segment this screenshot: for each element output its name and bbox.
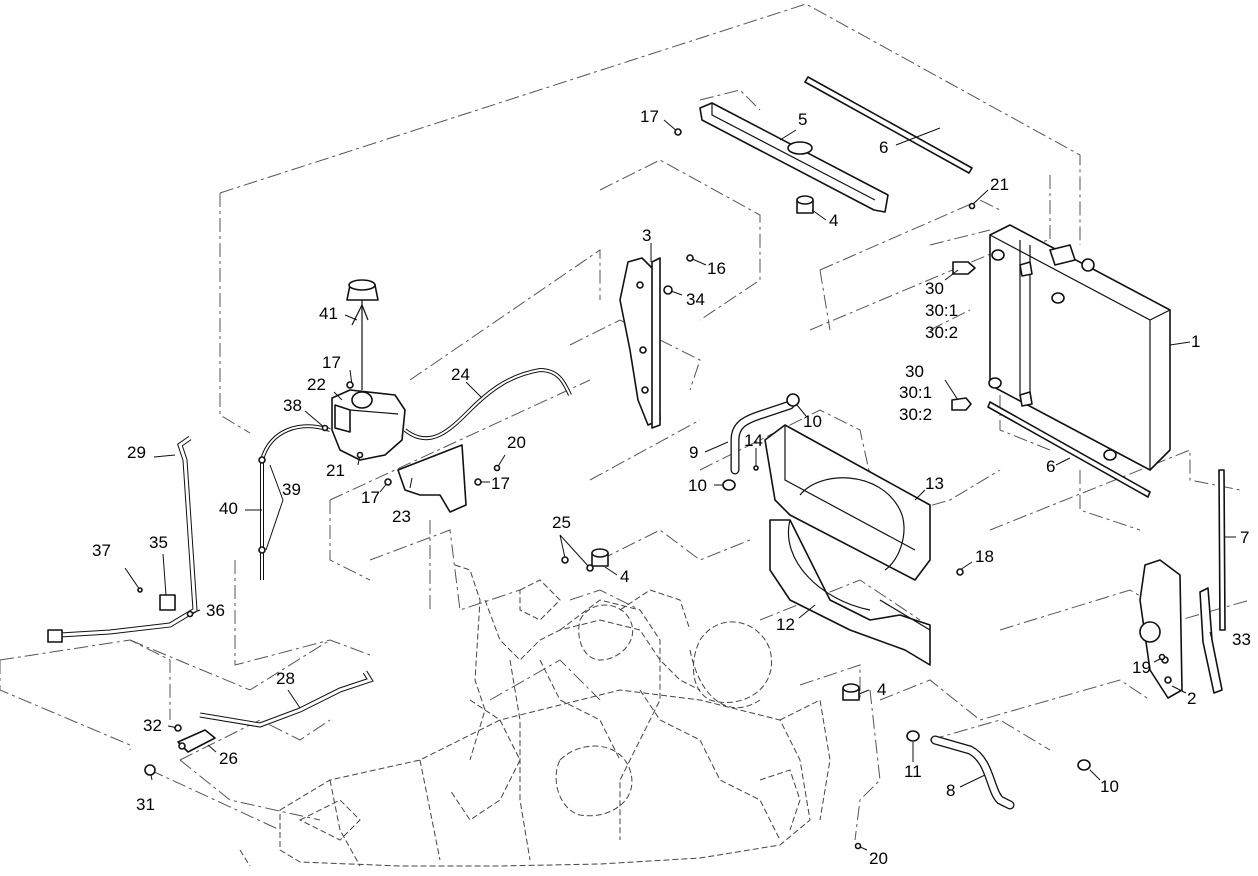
- top-mounting-bracket: [699, 102, 889, 213]
- callout-17: 17: [322, 353, 341, 372]
- callout-30: 30: [925, 279, 944, 298]
- tank-cap: [346, 279, 379, 390]
- callout-2: 2: [1187, 689, 1196, 708]
- callout-10: 10: [803, 412, 822, 431]
- callout-25: 25: [552, 513, 571, 532]
- callout-37: 37: [92, 541, 111, 560]
- callout-5: 5: [798, 110, 807, 129]
- callout-8: 8: [946, 781, 955, 800]
- seal-strip-vertical: [1218, 469, 1226, 631]
- side-bracket-left: [619, 257, 661, 429]
- callout-23: 23: [392, 507, 411, 526]
- callout-17: 17: [361, 488, 380, 507]
- callout-30: 30: [905, 362, 924, 381]
- callout-26: 26: [219, 749, 238, 768]
- pipe-clamp: [159, 594, 176, 611]
- callout-3: 3: [642, 226, 651, 245]
- pipe-bracket: [177, 729, 216, 753]
- callout-14: 14: [744, 431, 763, 450]
- rubber-mount-top: [796, 195, 814, 214]
- callout-18: 18: [975, 547, 994, 566]
- callout-32: 32: [143, 716, 162, 735]
- callout-31: 31: [136, 795, 155, 814]
- hose-fitting: [951, 261, 976, 411]
- callout-30-2: 30:2: [899, 405, 932, 424]
- expansion-tank: [331, 389, 406, 461]
- seal-strip-lower: [987, 401, 1151, 498]
- callout-30-1: 30:1: [925, 301, 958, 320]
- callout-21: 21: [326, 461, 345, 480]
- callout-21: 21: [990, 175, 1009, 194]
- callout-6: 6: [879, 138, 888, 157]
- tank-bracket: [397, 444, 467, 513]
- callout-17: 17: [491, 474, 510, 493]
- callout-30-1: 30:1: [899, 383, 932, 402]
- side-bracket-right: [1139, 559, 1183, 699]
- callout-38: 38: [283, 396, 302, 415]
- callout-29: 29: [127, 443, 146, 462]
- callout-36: 36: [206, 601, 225, 620]
- callout-20: 20: [507, 433, 526, 452]
- callout-12: 12: [776, 615, 795, 634]
- callout-4: 4: [877, 680, 886, 699]
- coolant-pipe-lower: [199, 670, 374, 728]
- callout-34: 34: [686, 290, 705, 309]
- callout-16: 16: [707, 259, 726, 278]
- leader-lines: [124, 119, 1236, 851]
- callout-24: 24: [451, 365, 470, 384]
- callout-6: 6: [1046, 457, 1055, 476]
- rubber-mount-left: [591, 548, 609, 567]
- callout-7: 7: [1240, 528, 1249, 547]
- callout-41: 41: [319, 304, 338, 323]
- coolant-pipe-vertical: [47, 435, 198, 643]
- lower-hose: [930, 735, 1015, 810]
- callout-10: 10: [688, 476, 707, 495]
- callout-10: 10: [1100, 777, 1119, 796]
- engine-assembly-ghost: [239, 564, 831, 867]
- callout-9: 9: [689, 443, 698, 462]
- callout-33: 33: [1232, 630, 1251, 649]
- callout-39: 39: [282, 480, 301, 499]
- seal-strip-angled: [1199, 587, 1223, 694]
- callout-19: 19: [1132, 658, 1151, 677]
- callout-20: 20: [869, 849, 888, 868]
- callout-11: 11: [904, 762, 922, 781]
- callout-28: 28: [276, 669, 295, 688]
- radiator: [988, 224, 1171, 471]
- callout-35: 35: [149, 533, 168, 552]
- hose-clamp: [722, 393, 1091, 771]
- upper-hose: [730, 400, 795, 475]
- seal-strip-upper: [804, 76, 973, 174]
- callout-4: 4: [620, 567, 629, 586]
- callout-17: 17: [640, 107, 659, 126]
- fastener-bolts: [137, 128, 1166, 850]
- callout-30-2: 30:2: [925, 323, 958, 342]
- callout-13: 13: [925, 474, 944, 493]
- callout-40: 40: [219, 499, 238, 518]
- callout-1: 1: [1191, 332, 1200, 351]
- fan-shroud: [764, 424, 931, 666]
- callout-labels: 1 2 3 4 4 4 5 6 6 7 8 9 10 10 10 11 12 1…: [92, 107, 1251, 868]
- callout-4: 4: [829, 211, 838, 230]
- reservoir-hose: [260, 424, 331, 580]
- overflow-hose: [403, 367, 572, 441]
- callout-22: 22: [307, 375, 326, 394]
- rubber-mount-bottom: [842, 683, 860, 701]
